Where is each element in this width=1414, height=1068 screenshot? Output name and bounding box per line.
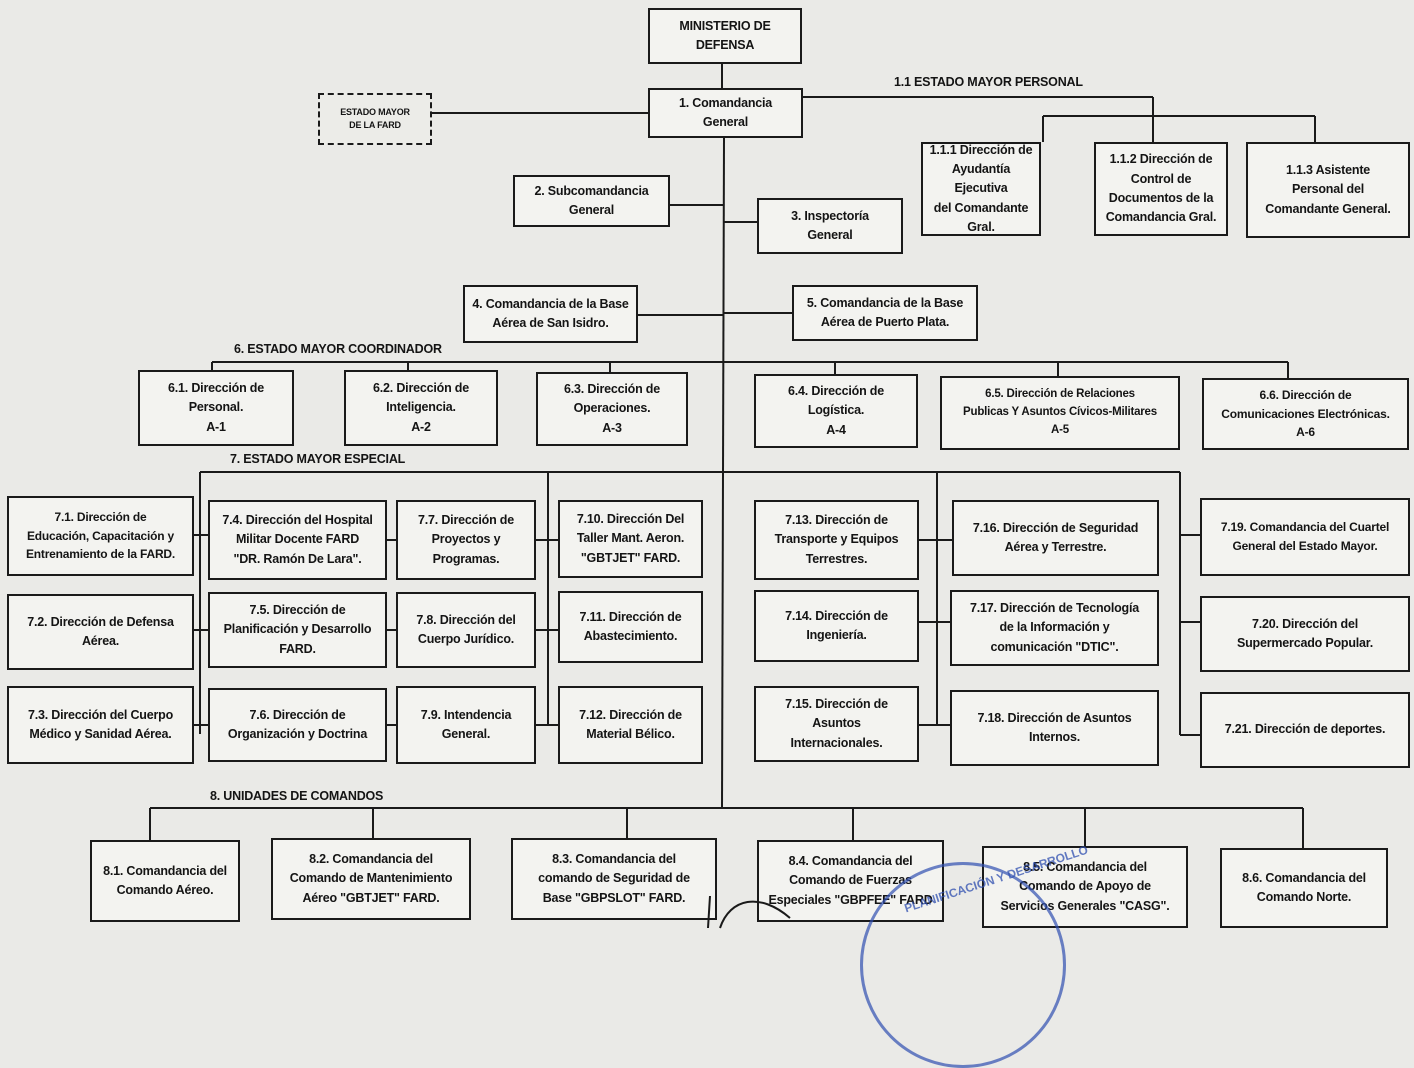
box-7-18: 7.18. Dirección de Asuntos Internos.	[950, 690, 1159, 766]
box-7-1: 7.1. Dirección de Educación, Capacitació…	[7, 496, 194, 576]
box-comandancia-general: 1. Comandancia General	[648, 88, 803, 138]
box-7-7: 7.7. Dirección de Proyectos y Programas.	[396, 500, 536, 580]
box-8-1: 8.1. Comandancia del Comando Aéreo.	[90, 840, 240, 922]
box-estado-mayor-fard: ESTADO MAYOR DE LA FARD	[318, 93, 432, 145]
box-base-puerto-plata: 5. Comandancia de la Base Aérea de Puert…	[792, 285, 978, 341]
box-7-5: 7.5. Dirección de Planificación y Desarr…	[208, 592, 387, 668]
box-ministerio-defensa: MINISTERIO DE DEFENSA	[648, 8, 802, 64]
box-7-15: 7.15. Dirección de Asuntos Internacional…	[754, 686, 919, 762]
box-8-3: 8.3. Comandancia del comando de Segurida…	[511, 838, 717, 920]
box-7-10: 7.10. Dirección Del Taller Mant. Aeron. …	[558, 500, 703, 578]
box-7-20: 7.20. Dirección del Supermercado Popular…	[1200, 596, 1410, 672]
box-7-13: 7.13. Dirección de Transporte y Equipos …	[754, 500, 919, 580]
box-7-14: 7.14. Dirección de Ingeniería.	[754, 590, 919, 662]
box-6-5: 6.5. Dirección de Relaciones Publicas Y …	[940, 376, 1180, 450]
box-6-4: 6.4. Dirección de Logística. A-4	[754, 374, 918, 448]
box-7-21: 7.21. Dirección de deportes.	[1200, 692, 1410, 768]
box-6-6: 6.6. Dirección de Comunicaciones Electró…	[1202, 378, 1409, 450]
box-subcomandancia: 2. Subcomandancia General	[513, 175, 670, 227]
header-estado-mayor-especial: 7. ESTADO MAYOR ESPECIAL	[230, 452, 406, 466]
box-7-4: 7.4. Dirección del Hospital Militar Doce…	[208, 500, 387, 580]
box-6-2: 6.2. Dirección de Inteligencia. A-2	[344, 370, 498, 446]
box-8-6: 8.6. Comandancia del Comando Norte.	[1220, 848, 1388, 928]
box-7-8: 7.8. Dirección del Cuerpo Jurídico.	[396, 592, 536, 668]
box-7-6: 7.6. Dirección de Organización y Doctrin…	[208, 688, 387, 762]
box-8-2: 8.2. Comandancia del Comando de Mantenim…	[271, 838, 471, 920]
box-7-19: 7.19. Comandancia del Cuartel General de…	[1200, 498, 1410, 576]
header-estado-mayor-coordinador: 6. ESTADO MAYOR COORDINADOR	[234, 342, 442, 356]
header-unidades-comandos: 8. UNIDADES DE COMANDOS	[210, 789, 384, 803]
box-7-12: 7.12. Dirección de Material Bélico.	[558, 686, 703, 764]
box-6-3: 6.3. Dirección de Operaciones. A-3	[536, 372, 688, 446]
box-1-1-3: 1.1.3 Asistente Personal del Comandante …	[1246, 142, 1410, 238]
box-base-san-isidro: 4. Comandancia de la Base Aérea de San I…	[463, 285, 638, 343]
box-7-9: 7.9. Intendencia General.	[396, 686, 536, 764]
connector-lines	[149, 62, 1316, 848]
signature-scribble	[707, 895, 791, 929]
box-7-17: 7.17. Dirección de Tecnología de la Info…	[950, 590, 1159, 666]
box-7-2: 7.2. Dirección de Defensa Aérea.	[7, 594, 194, 670]
header-estado-mayor-personal: 1.1 ESTADO MAYOR PERSONAL	[894, 75, 1083, 89]
box-7-16: 7.16. Dirección de Seguridad Aérea y Ter…	[952, 500, 1159, 576]
box-7-3: 7.3. Dirección del Cuerpo Médico y Sanid…	[7, 686, 194, 764]
box-6-1: 6.1. Dirección de Personal. A-1	[138, 370, 294, 446]
box-1-1-1: 1.1.1 Dirección de Ayudantía Ejecutiva d…	[921, 142, 1041, 236]
box-1-1-2: 1.1.2 Dirección de Control de Documentos…	[1094, 142, 1228, 236]
box-inspectoria: 3. Inspectoría General	[757, 198, 903, 254]
box-7-11: 7.11. Dirección de Abastecimiento.	[558, 591, 703, 663]
